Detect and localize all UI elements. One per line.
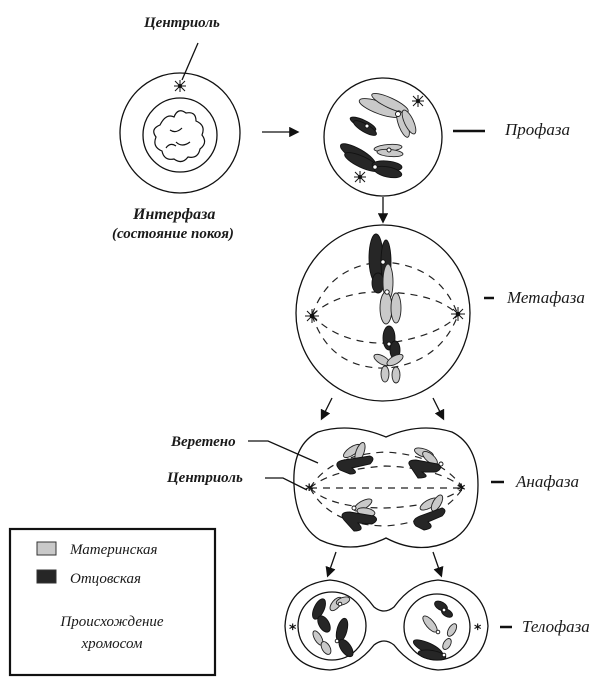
maternal-chromosome (379, 259, 402, 325)
label-centriole-top: Центриоль (143, 15, 220, 31)
centriole-icon (412, 95, 424, 107)
maternal-chromosome (329, 596, 351, 612)
spindle-pointer (248, 440, 319, 464)
arrow-anaphase-to-telophase-left (325, 551, 337, 578)
centriole-pointer (265, 477, 308, 491)
label-spindle: Веретено (170, 434, 236, 450)
prophase-cell (323, 77, 443, 197)
label-metaphase: Метафаза (506, 288, 585, 307)
centriole-icon (305, 309, 319, 323)
anaphase-cell: * * (293, 427, 479, 549)
label-telophase: Телофаза (522, 617, 590, 636)
maternal-chromosome (312, 630, 332, 655)
centriole-icon: * (289, 622, 297, 638)
centriole-icon (174, 80, 186, 92)
maternal-chromosome (419, 494, 445, 515)
label-prophase: Профаза (504, 120, 570, 139)
paternal-chromosome (434, 600, 453, 618)
legend-caption-line1: Происхождение (59, 614, 164, 630)
paternal-chromosome (312, 598, 331, 633)
centriole-pointer (181, 42, 199, 81)
legend-caption-line2: хромосом (81, 636, 143, 652)
paternal-chromosome (334, 617, 354, 658)
maternal-chromosome (422, 615, 441, 635)
maternal-chromosome (373, 341, 404, 384)
paternal-chromosome (382, 325, 401, 360)
arrow-anaphase-to-telophase-right (432, 551, 444, 578)
centriole-icon: * (457, 480, 466, 499)
paternal-chromosome (413, 507, 446, 531)
centriole-icon (451, 307, 465, 321)
legend-label-maternal: Материнская (69, 542, 158, 558)
maternal-chromosome (442, 623, 458, 650)
arrow-metaphase-to-anaphase-left (320, 397, 333, 421)
centriole-icon: * (474, 622, 482, 638)
paternal-chromosome (341, 511, 377, 532)
legend-swatch-paternal (36, 569, 57, 584)
maternal-chromosome (414, 447, 444, 467)
label-centriole-anaphase: Центриоль (166, 470, 243, 486)
legend: Материнская Отцовская Происхождение хром… (8, 527, 217, 677)
paternal-chromosome (349, 116, 377, 136)
centriole-icon: * (305, 480, 314, 499)
centriole-icon (354, 171, 366, 183)
label-interphase-note: (состояние покоя) (112, 226, 234, 242)
telophase-cell: * * (284, 579, 489, 671)
paternal-chromosome (408, 459, 441, 479)
paternal-chromosome (336, 455, 374, 475)
maternal-chromosome (373, 143, 404, 158)
maternal-chromosome (358, 92, 417, 138)
paternal-chromosome (412, 639, 447, 661)
maternal-chromosome (343, 442, 366, 464)
arrow-metaphase-to-anaphase-right (432, 397, 445, 421)
label-interphase: Интерфаза (132, 206, 215, 223)
label-anaphase: Анафаза (515, 472, 579, 491)
metaphase-cell (295, 224, 471, 402)
interphase-cell (119, 42, 241, 194)
legend-label-paternal: Отцовская (70, 571, 141, 587)
paternal-chromosome (339, 143, 403, 179)
legend-swatch-maternal (36, 541, 57, 556)
paternal-chromosome (368, 233, 392, 294)
chromatin (153, 110, 206, 163)
